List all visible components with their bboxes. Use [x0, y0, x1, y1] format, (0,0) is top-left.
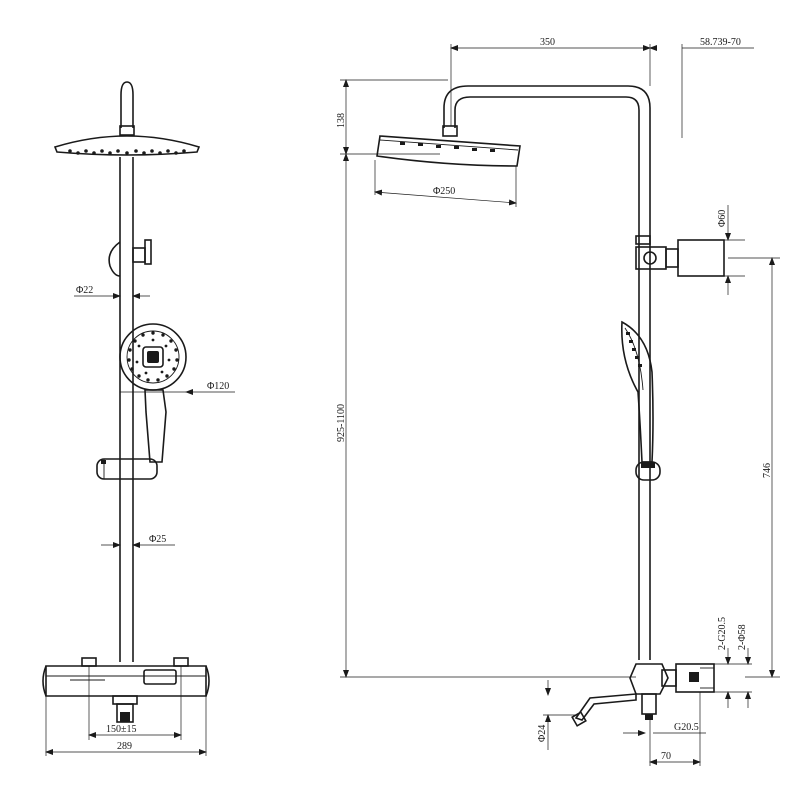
slide-holder	[96, 458, 158, 480]
head-nozzles	[68, 149, 186, 155]
dim-height-range: 925-1100	[336, 404, 347, 442]
dim-inlet-diameter: 2-Φ58	[737, 624, 748, 650]
dim-outlet-thread: G20.5	[674, 722, 699, 733]
dim-wall-offset: 58.739-70	[700, 37, 741, 48]
hand-shower-nozzles	[127, 331, 179, 382]
dim-bracket-spacing: 746	[762, 463, 773, 478]
dim-arm-reach: 350	[540, 37, 555, 48]
dim-head-diameter: Φ250	[433, 186, 455, 197]
dim-head-drop: 138	[336, 113, 347, 128]
top-gooseneck	[120, 81, 134, 128]
outlet-side	[641, 693, 657, 715]
overhead-arm-outer	[443, 85, 651, 660]
dim-handshower-diameter: Φ120	[207, 381, 229, 392]
wall-bracket	[108, 241, 121, 277]
bracket-handle	[144, 239, 152, 265]
overhead-head-side	[376, 135, 521, 167]
inlet-eccentric	[675, 663, 715, 693]
wall-flange	[677, 239, 725, 277]
head-nozzles-side	[400, 142, 495, 152]
head-connector	[119, 125, 135, 136]
right-inlet-cap	[173, 657, 189, 667]
dim-inlet-centers: 150±15	[106, 724, 137, 735]
left-inlet-cap	[81, 657, 97, 667]
dim-spout-projection: 70	[661, 751, 671, 762]
overhead-arm-inner	[454, 96, 640, 660]
head-ball-joint	[442, 125, 458, 137]
bracket-knob	[132, 247, 146, 263]
dim-inlet-thread: 2-G20.5	[717, 617, 728, 650]
dim-bar-diameter-top: Φ22	[76, 285, 93, 296]
hand-shower-side-nozzles	[626, 332, 642, 367]
bracket-clamp	[635, 246, 667, 270]
hand-shower-center	[142, 346, 164, 368]
control-panel	[143, 669, 177, 685]
dim-spout-diameter: Φ24	[537, 725, 548, 742]
bath-spout	[574, 693, 637, 721]
hand-shower-side	[621, 320, 654, 463]
thermostatic-mixer-body	[45, 665, 207, 697]
dim-holder-diameter: Φ60	[717, 210, 728, 227]
outlet-collar	[112, 695, 138, 705]
dim-bar-diameter-lower: Φ25	[149, 534, 166, 545]
hand-shower-handle	[144, 389, 167, 463]
front-view: Φ22 Φ120 Φ25	[42, 81, 235, 756]
mixer-body-side	[629, 663, 669, 695]
dim-body-width: 289	[117, 741, 132, 752]
side-view: Φ250 350 58.739-70 138 925-1100 Φ60	[336, 37, 780, 766]
bracket-clip-top	[635, 235, 651, 245]
